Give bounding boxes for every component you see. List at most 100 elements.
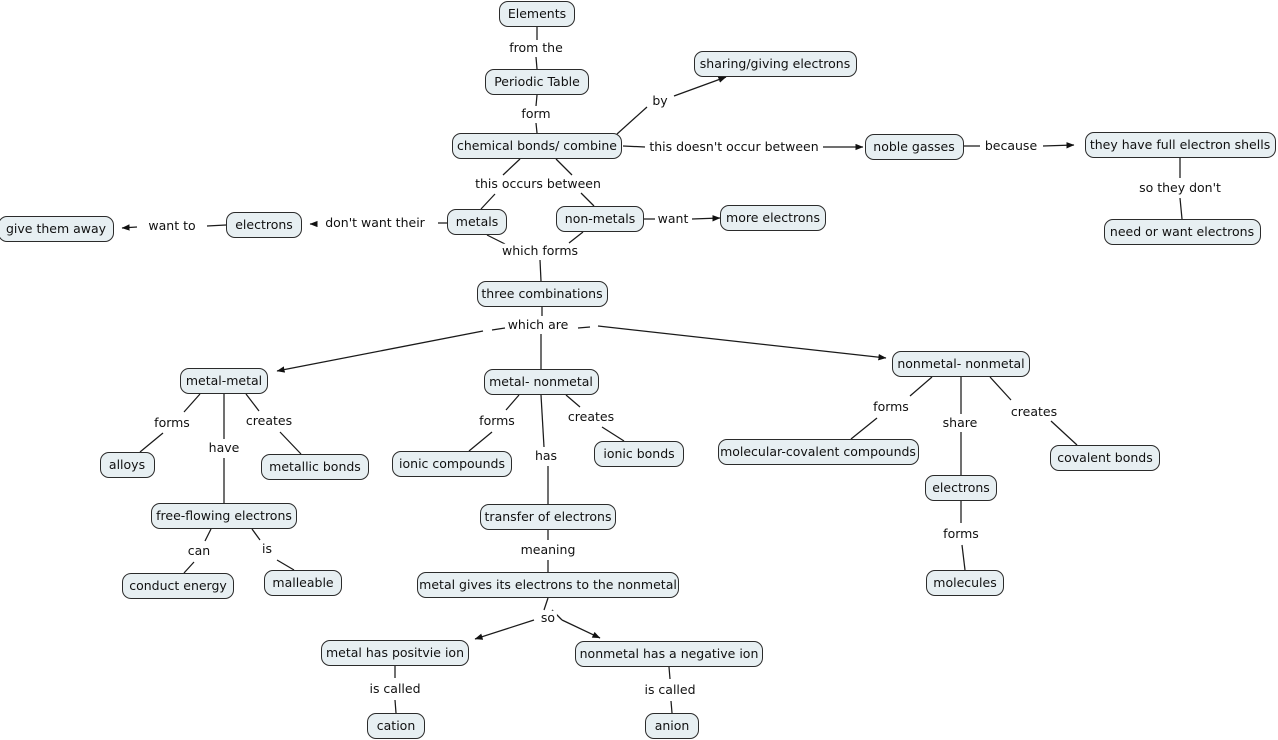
edge-metal_metal-to-alloys	[183, 393, 201, 413]
edge-three_combinations-to-nonmetal_nonmetal	[577, 326, 591, 329]
edge-free_flowing-to-conduct_energy	[204, 528, 212, 542]
edge-chemical_bonds-to-metals	[502, 158, 521, 176]
edge-label-lbl_doesnt_occur: this doesn't occur between	[647, 138, 821, 155]
edge-elements-to-periodic_table	[535, 56, 538, 70]
edge-label-lbl_want: want	[655, 210, 691, 227]
node-sharing_giving[interactable]: sharing/giving electrons	[693, 51, 857, 77]
node-three_combinations[interactable]: three combinations	[476, 281, 608, 307]
node-electrons_left[interactable]: electrons	[226, 212, 302, 238]
edge-label-lbl_from_the: from the	[507, 39, 565, 56]
node-malleable[interactable]: malleable	[264, 570, 342, 596]
edge-label-lbl_creates_mn: creates	[565, 408, 617, 425]
edge-nonmetal_nonmetal-to-molecular_covalent	[850, 417, 878, 440]
edge-nonmetal_nonmetal-to-molecular_covalent	[909, 376, 933, 397]
edge-chemical_bonds-to-sharing_giving	[616, 106, 648, 135]
node-noble_gasses[interactable]: noble gasses	[864, 134, 964, 160]
node-need_want_electrons[interactable]: need or want electrons	[1103, 219, 1261, 245]
edge-metal_nonmetal-to-ionic_compounds	[505, 394, 520, 411]
edge-noble_gasses-to-full_shells	[1042, 142, 1075, 149]
node-covalent_bonds[interactable]: covalent bonds	[1050, 445, 1160, 471]
edge-metal_nonmetal-to-ionic_compounds	[468, 431, 493, 452]
edge-nonmetal_nonmetal-to-covalent_bonds	[989, 376, 1012, 401]
edge-label-lbl_creates_mm: creates	[243, 412, 295, 429]
node-ionic_compounds[interactable]: ionic compounds	[392, 451, 512, 477]
edge-metal_nonmetal-to-transfer_electrons	[540, 394, 545, 448]
edge-non_metals-to-more_electrons	[691, 215, 721, 222]
edge-label-lbl_which_forms: which forms	[499, 242, 581, 259]
node-free_flowing[interactable]: free-flowing electrons	[151, 503, 297, 529]
edge-nonmetal_nonmetal-to-covalent_bonds	[1050, 420, 1078, 446]
node-cation[interactable]: cation	[367, 713, 425, 739]
edge-metal_metal-to-metallic_bonds	[279, 431, 302, 455]
edge-label-lbl_have_mm: have	[206, 439, 242, 456]
node-anion[interactable]: anion	[645, 713, 699, 739]
edge-metal_nonmetal-to-ionic_bonds	[601, 426, 625, 442]
edge-label-lbl_which_are: which are	[505, 316, 571, 333]
edge-full_shells-to-need_want_electrons	[1179, 197, 1183, 220]
edge-label-lbl_creates_nn: creates	[1008, 403, 1060, 420]
edge-label-lbl_occurs_between: this occurs between	[473, 175, 603, 192]
edge-metal_nonmetal-to-ionic_bonds	[565, 394, 581, 408]
node-molecular_covalent[interactable]: molecular-covalent compounds	[717, 439, 919, 465]
edge-metals-to-three_combinations	[539, 259, 542, 282]
edge-label-lbl_so: so	[538, 609, 558, 626]
edge-metal_gives-to-metal_positive	[543, 597, 549, 611]
edge-metal_gives-to-metal_positive	[474, 619, 535, 640]
node-metal_nonmetal[interactable]: metal- nonmetal	[483, 369, 599, 395]
node-metals[interactable]: metals	[447, 209, 507, 235]
edge-free_flowing-to-conduct_energy	[183, 561, 195, 574]
edge-nonmetal_negative-to-anion	[668, 666, 671, 680]
node-transfer_electrons[interactable]: transfer of electrons	[480, 504, 616, 530]
node-metal_gives[interactable]: metal gives its electrons to the nonmeta…	[417, 572, 679, 598]
edge-label-lbl_by: by	[650, 92, 670, 109]
node-electrons_right[interactable]: electrons	[925, 475, 997, 501]
node-conduct_energy[interactable]: conduct energy	[122, 573, 234, 599]
node-give_them_away[interactable]: give them away	[0, 216, 114, 242]
edge-label-lbl_form: form	[519, 105, 553, 122]
edge-electrons_right-to-molecules	[961, 544, 966, 571]
edge-periodic_table-to-chemical_bonds	[535, 122, 538, 134]
edge-label-lbl_forms_mn: forms	[477, 412, 517, 429]
edge-metal_positive-to-cation	[394, 699, 397, 714]
edge-label-lbl_is_called_right: is called	[642, 681, 698, 698]
edge-three_combinations-to-metal_metal	[276, 330, 484, 373]
edge-label-lbl_forms_molecules: forms	[941, 525, 981, 542]
edge-metal_metal-to-metallic_bonds	[245, 393, 260, 412]
edge-three_combinations-to-nonmetal_nonmetal	[597, 325, 887, 361]
node-molecules[interactable]: molecules	[926, 570, 1004, 596]
node-more_electrons[interactable]: more electrons	[720, 205, 826, 231]
edge-label-lbl_has_mn: has	[532, 447, 560, 464]
node-ionic_bonds[interactable]: ionic bonds	[594, 441, 684, 467]
edge-metal_gives-to-nonmetal_negative	[561, 619, 601, 639]
edge-electrons_left-to-give_them_away	[121, 224, 138, 231]
node-metal_metal[interactable]: metal-metal	[180, 368, 268, 394]
edge-label-lbl_can: can	[185, 542, 213, 559]
edge-chemical_bonds-to-non_metals	[555, 158, 573, 176]
node-full_shells[interactable]: they have full electron shells	[1084, 132, 1276, 158]
edge-chemical_bonds-to-metals	[480, 193, 496, 210]
edge-free_flowing-to-malleable	[251, 528, 261, 541]
edge-label-lbl_share: share	[940, 414, 980, 431]
node-metallic_bonds[interactable]: metallic bonds	[261, 454, 369, 480]
edge-label-lbl_forms_nn: forms	[871, 398, 911, 415]
edge-free_flowing-to-malleable	[276, 559, 295, 571]
edge-chemical_bonds-to-non_metals	[580, 192, 595, 207]
edge-chemical_bonds-to-sharing_giving	[673, 76, 727, 97]
node-alloys[interactable]: alloys	[99, 452, 155, 478]
node-metal_positive[interactable]: metal has positvie ion	[321, 640, 469, 666]
node-nonmetal_negative[interactable]: nonmetal has a negative ion	[575, 641, 763, 667]
edge-label-lbl_want_to: want to	[146, 217, 198, 234]
edge-label-lbl_because: because	[982, 137, 1040, 154]
node-chemical_bonds[interactable]: chemical bonds/ combine	[452, 133, 622, 159]
edge-nonmetal_negative-to-anion	[670, 700, 673, 714]
edge-chemical_bonds-to-noble_gasses	[622, 145, 646, 148]
edge-metal_metal-to-alloys	[139, 432, 164, 453]
edge-label-lbl_is_called_left: is called	[367, 680, 423, 697]
node-elements[interactable]: Elements	[499, 1, 575, 27]
node-non_metals[interactable]: non-metals	[556, 206, 644, 232]
edge-periodic_table-to-chemical_bonds	[535, 94, 538, 107]
node-periodic_table[interactable]: Periodic Table	[485, 69, 589, 95]
edge-electrons_left-to-give_them_away	[206, 224, 227, 227]
node-nonmetal_nonmetal[interactable]: nonmetal- nonmetal	[892, 351, 1030, 377]
